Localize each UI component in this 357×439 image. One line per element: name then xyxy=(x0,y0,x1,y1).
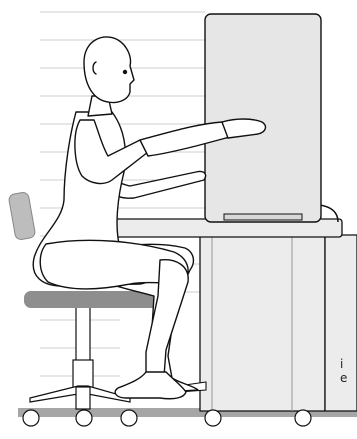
monitor xyxy=(205,14,321,222)
desk-pedestal xyxy=(200,235,357,411)
wheel-icon xyxy=(121,410,137,426)
wheel-icon xyxy=(205,410,221,426)
wheel-icon xyxy=(23,410,39,426)
margin-text-fragment: e xyxy=(340,372,347,384)
chair-backrest xyxy=(8,192,36,241)
wheel-icon xyxy=(295,410,311,426)
margin-text-fragment: i xyxy=(340,358,343,370)
head xyxy=(84,37,134,103)
wheel-icon xyxy=(76,410,92,426)
chair-column xyxy=(73,306,93,390)
eye-icon xyxy=(123,70,127,74)
near-foot xyxy=(115,372,186,399)
chair-base xyxy=(30,386,130,409)
